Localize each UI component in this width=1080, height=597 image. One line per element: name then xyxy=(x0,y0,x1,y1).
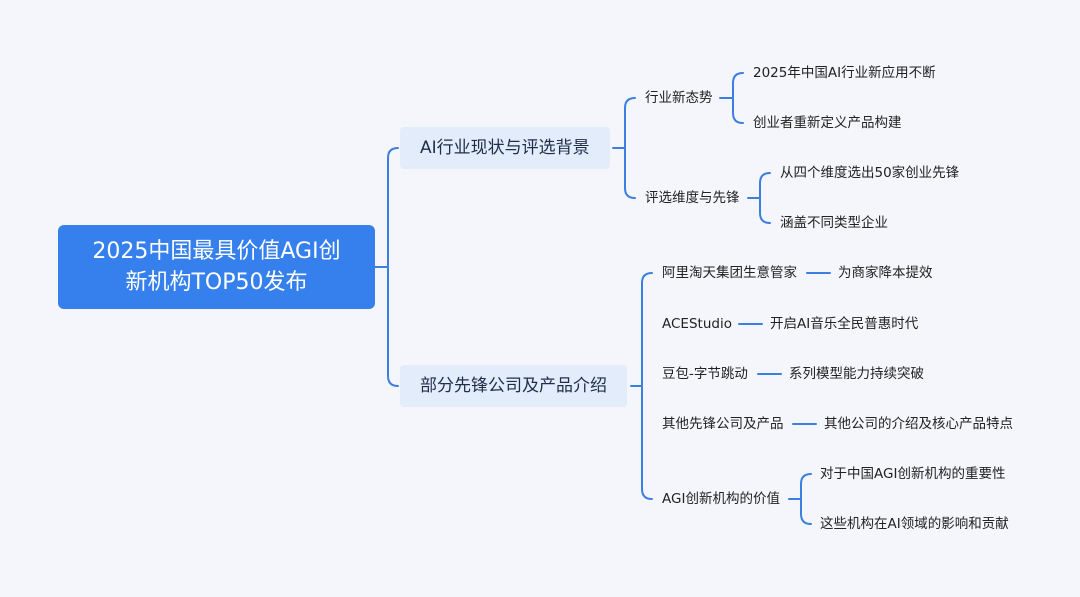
connector-b2-fork xyxy=(641,272,653,500)
node-alibaba-detail[interactable]: 为商家降本提效 xyxy=(838,265,933,281)
node-selection[interactable]: 评选维度与先锋 xyxy=(645,190,740,206)
connector-trend-fork xyxy=(732,72,744,124)
root-node[interactable]: 2025中国最具价值AGI创 新机构TOP50发布 xyxy=(58,225,375,309)
node-others-detail[interactable]: 其他公司的介绍及核心产品特点 xyxy=(824,416,1013,432)
branch-background-label: AI行业现状与评选背景 xyxy=(420,138,590,158)
node-agi-value[interactable]: AGI创新机构的价值 xyxy=(662,491,780,507)
branch-companies-node[interactable]: 部分先锋公司及产品介绍 xyxy=(400,365,627,407)
node-trend-item-2[interactable]: 创业者重新定义产品构建 xyxy=(753,115,902,131)
node-selection-item-2[interactable]: 涵盖不同类型企业 xyxy=(780,215,888,231)
connector-root-fork xyxy=(387,147,399,387)
node-value-item-1[interactable]: 对于中国AGI创新机构的重要性 xyxy=(820,466,1006,482)
node-others[interactable]: 其他先锋公司及产品 xyxy=(662,416,784,432)
connector-selection-fork xyxy=(759,172,771,224)
branch-companies-label: 部分先锋公司及产品介绍 xyxy=(420,376,607,396)
connector-value-fork xyxy=(800,473,812,525)
node-doubao[interactable]: 豆包-字节跳动 xyxy=(662,366,748,382)
root-title-line2: 新机构TOP50发布 xyxy=(125,270,308,295)
node-doubao-detail[interactable]: 系列模型能力持续突破 xyxy=(789,366,924,382)
node-trend-item-1[interactable]: 2025年中国AI行业新应用不断 xyxy=(753,65,936,81)
connector-b1-fork xyxy=(624,97,636,199)
node-acestudio-detail[interactable]: 开启AI音乐全民普惠时代 xyxy=(770,316,919,332)
node-alibaba[interactable]: 阿里淘天集团生意管家 xyxy=(662,265,797,281)
branch-background-node[interactable]: AI行业现状与评选背景 xyxy=(400,127,610,169)
node-industry-trend[interactable]: 行业新态势 xyxy=(645,90,713,106)
root-title-line1: 2025中国最具价值AGI创 xyxy=(92,239,341,264)
node-value-item-2[interactable]: 这些机构在AI领域的影响和贡献 xyxy=(820,516,1009,532)
node-acestudio[interactable]: ACEStudio xyxy=(662,316,732,332)
node-selection-item-1[interactable]: 从四个维度选出50家创业先锋 xyxy=(780,165,960,181)
